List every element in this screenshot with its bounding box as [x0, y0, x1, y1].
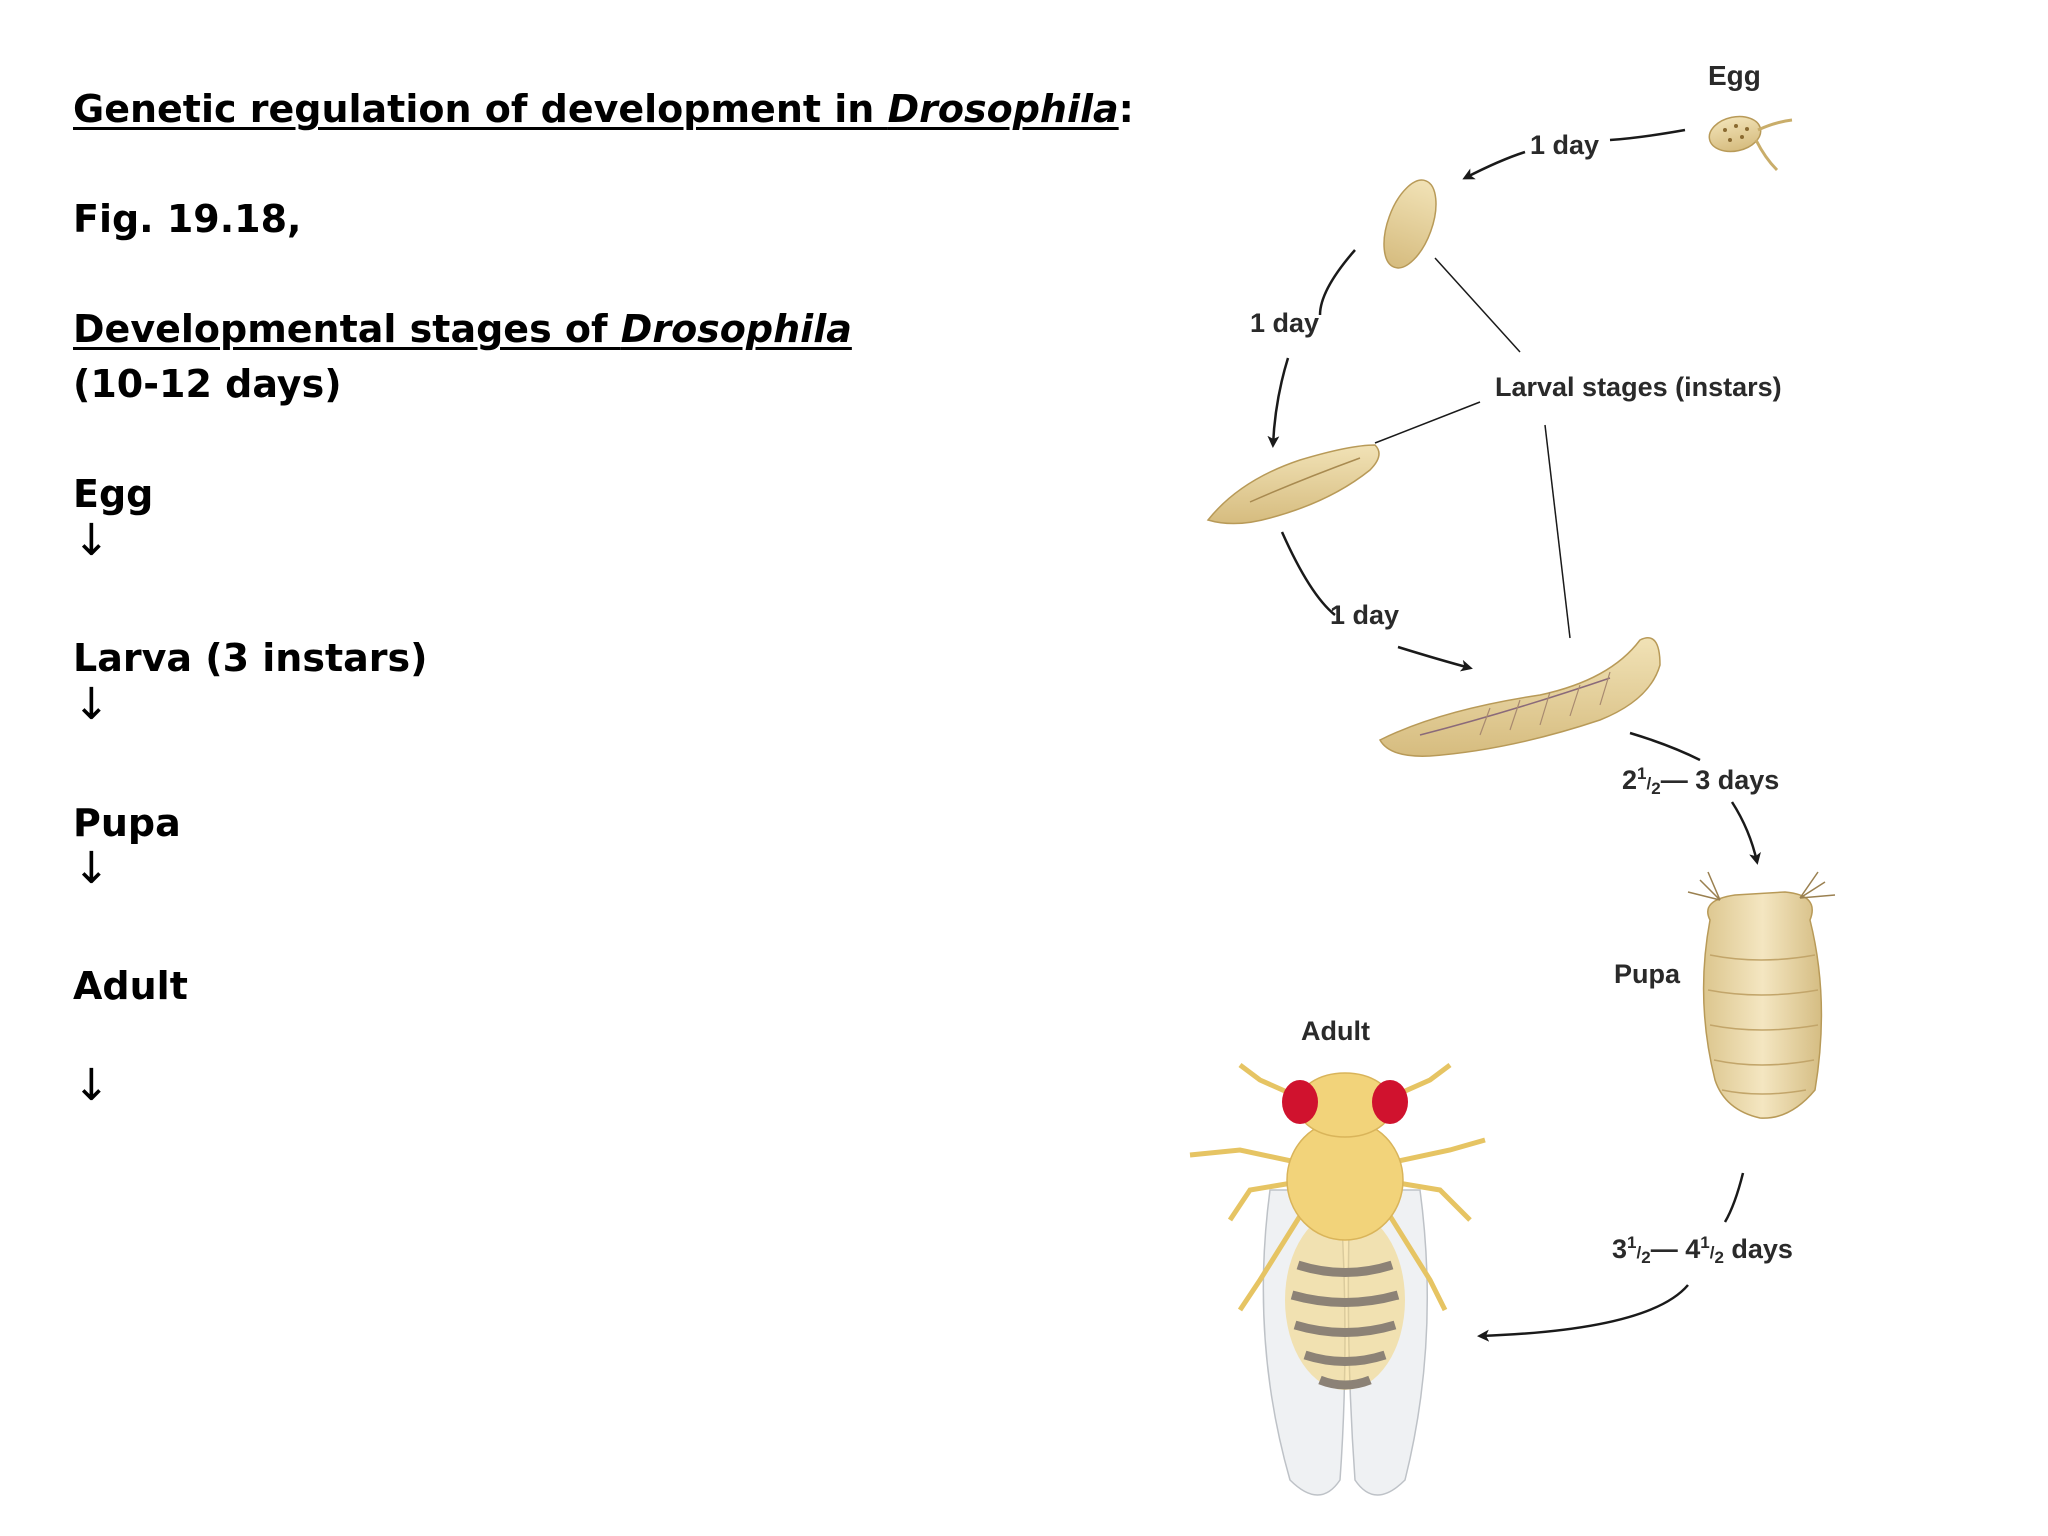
duration-pupa-to-adult-dash: — 4 — [1650, 1234, 1701, 1264]
stages-heading: Developmental stages of Drosophila — [73, 306, 852, 352]
down-arrow-icon: ↓ — [73, 1060, 110, 1111]
duration-pupa-to-adult: 31/2— 41/2 days — [1612, 1233, 1793, 1267]
stage-egg: Egg — [73, 472, 154, 516]
pupa-illustration — [1687, 871, 1836, 1119]
fraction-denominator: 2 — [1641, 1248, 1651, 1267]
leader-line-larva2 — [1374, 401, 1481, 444]
arrow-line-egg — [1609, 128, 1686, 142]
duration-pupa-to-adult-unit: days — [1723, 1234, 1793, 1264]
stages-heading-prefix: Developmental stages of — [73, 307, 621, 351]
heading-text: Genetic regulation of development in Dro… — [73, 87, 1119, 131]
stages-heading-italic: Drosophila — [620, 307, 852, 351]
page-heading: Genetic regulation of development in Dro… — [73, 86, 1134, 132]
larva-third-instar — [1378, 637, 1661, 757]
arrow-line-larva2 — [1280, 531, 1336, 616]
egg-label: Egg — [1708, 60, 1761, 91]
down-arrow-icon: ↓ — [73, 679, 110, 730]
down-arrow-icon: ↓ — [73, 515, 110, 566]
duration-larva3-to-pupa-rest: — 3 days — [1660, 765, 1780, 795]
heading-italic: Drosophila — [887, 87, 1119, 131]
duration-larva3-to-pupa-whole: 2 — [1622, 765, 1638, 795]
adult-label: Adult — [1301, 1016, 1370, 1046]
larva-second-instar — [1206, 444, 1380, 525]
arrow-larva1-to-larva2 — [1267, 357, 1290, 448]
duration-larva2-to-larva3: 1 day — [1330, 600, 1400, 630]
larval-stages-label: Larval stages (instars) — [1495, 372, 1782, 402]
duration-larva1-to-larva2: 1 day — [1250, 308, 1320, 338]
duration-text: (10-12 days) — [73, 362, 342, 406]
down-arrow-icon: ↓ — [73, 843, 110, 894]
stage-larva: Larva (3 instars) — [73, 636, 428, 680]
arrow-egg-to-larva1 — [1462, 150, 1526, 180]
larva-first-instar — [1383, 179, 1437, 269]
duration-pupa-to-adult-whole: 3 — [1612, 1234, 1628, 1264]
adult-fly-illustration — [1189, 1063, 1486, 1496]
arrow-line-pupa — [1723, 1172, 1745, 1223]
arrow-larva2-to-larva3 — [1397, 645, 1473, 672]
fraction-denominator: 2 — [1714, 1248, 1724, 1267]
arrow-line-larva1 — [1318, 249, 1356, 316]
fraction-denominator: 2 — [1651, 779, 1661, 798]
life-cycle-svg — [1189, 115, 1836, 1496]
arrow-pupa-to-adult — [1477, 1284, 1689, 1342]
arrow-line-larva3 — [1629, 731, 1701, 762]
duration-larva3-to-pupa: 21/2— 3 days — [1622, 764, 1780, 798]
figure-reference: Fig. 19.18, — [73, 197, 302, 241]
life-cycle-diagram: Egg 1 day 1 day Larval stages (instars) … — [1180, 40, 1940, 1520]
heading-prefix: Genetic regulation of development in — [73, 87, 888, 131]
stage-adult: Adult — [73, 964, 188, 1008]
leader-line-larva1 — [1434, 257, 1521, 353]
leader-line-larva3 — [1544, 424, 1571, 639]
pupa-label: Pupa — [1614, 959, 1681, 989]
fraction-numerator: 1 — [1700, 1233, 1710, 1252]
egg-illustration — [1708, 115, 1793, 172]
arrow-larva3-to-pupa — [1730, 801, 1761, 865]
stage-pupa: Pupa — [73, 801, 181, 845]
duration-egg-to-larva1: 1 day — [1530, 130, 1600, 160]
fraction-numerator: 1 — [1637, 764, 1647, 783]
fraction-numerator: 1 — [1627, 1233, 1637, 1252]
heading-suffix: : — [1118, 87, 1134, 131]
